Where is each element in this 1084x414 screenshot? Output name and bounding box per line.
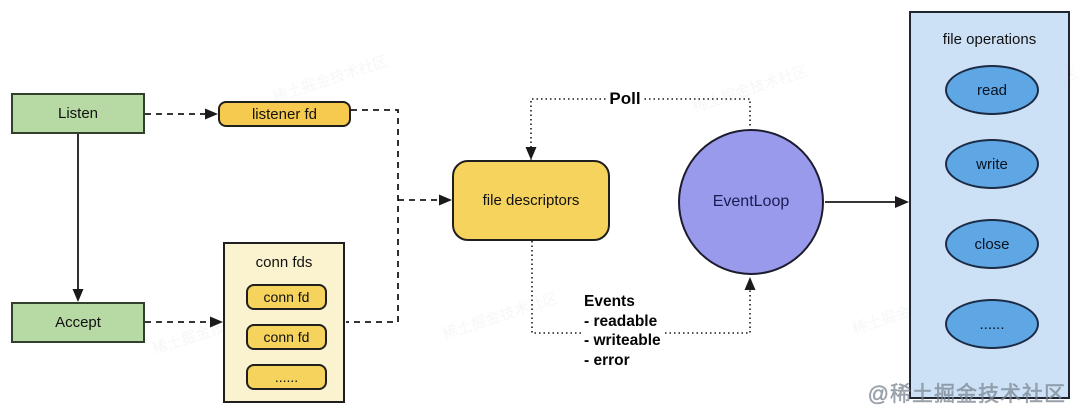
file-descriptors-node: file descriptors — [452, 160, 610, 241]
juejin-watermark: @稀土掘金技术社区 — [867, 383, 1066, 407]
file-operations-title: file operations — [942, 31, 1037, 48]
events-item: - error — [584, 351, 630, 369]
conn-fd-item: conn fd — [246, 324, 327, 350]
write-operation-ellipse: write — [945, 139, 1039, 189]
conn-fds-container: conn fds conn fd conn fd ...... — [223, 242, 345, 403]
listener-fd-node: listener fd — [218, 101, 351, 127]
fd-bus-dashed-line — [346, 109, 452, 323]
eventloop-to-fileops-arrow — [825, 196, 909, 208]
accept-node: Accept — [11, 302, 145, 343]
listen-node: Listen — [11, 93, 145, 134]
read-operation-ellipse: read — [945, 65, 1039, 115]
listen-to-listener-fd-arrow — [145, 108, 218, 120]
events-title: Events — [584, 293, 635, 310]
conn-fd-item: conn fd — [246, 284, 327, 310]
ellipsis-operation-ellipse: ...... — [945, 299, 1039, 349]
accept-to-conn-fds-arrow — [145, 316, 223, 328]
events-legend: Events - readable - writeable - error — [582, 292, 665, 370]
conn-fds-title: conn fds — [255, 254, 313, 271]
poll-label: Poll — [606, 89, 644, 109]
conn-fd-ellipsis-item: ...... — [246, 364, 327, 390]
close-operation-ellipse: close — [945, 219, 1039, 269]
listen-to-accept-arrow — [72, 134, 84, 302]
file-operations-container: file operations read write close ...... — [909, 11, 1070, 399]
events-item: - writeable — [584, 332, 661, 349]
events-dotted-line — [531, 241, 756, 334]
event-loop-node: EventLoop — [678, 129, 824, 275]
events-item: - readable — [584, 312, 658, 330]
